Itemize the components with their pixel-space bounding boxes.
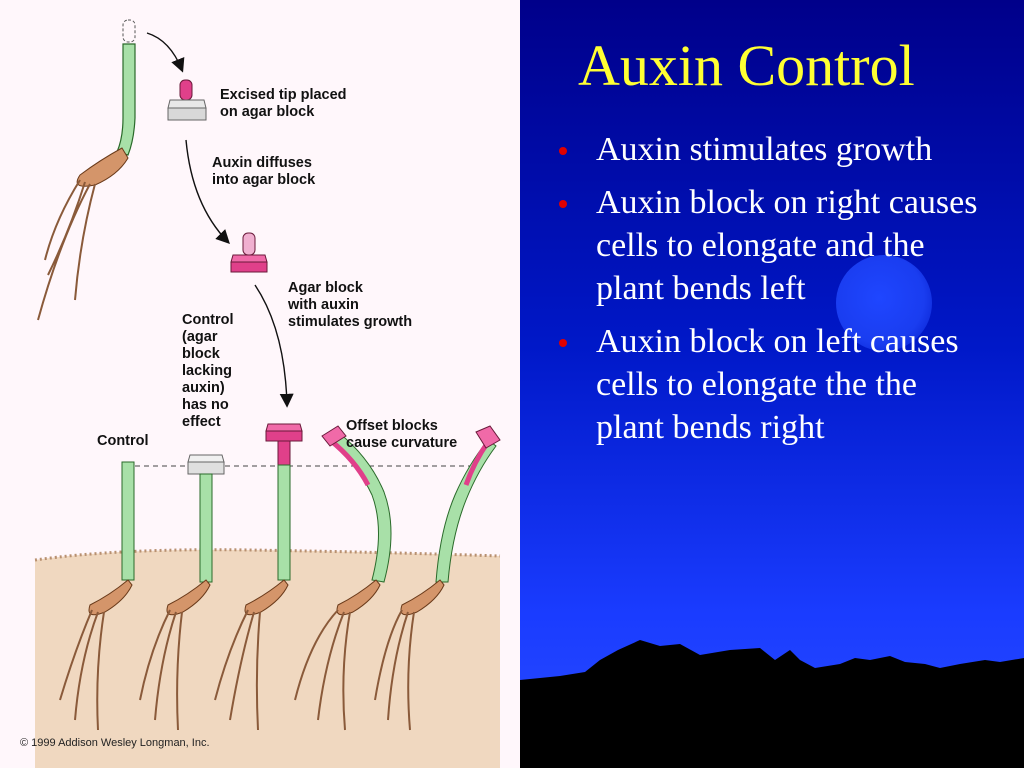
seedling-offset-bend-left	[294, 425, 392, 731]
label-control: Control	[97, 433, 149, 449]
auxin-figure: Excised tip placed on agar block Auxin d…	[0, 0, 520, 768]
roots	[37, 179, 96, 321]
arrow-diffuse	[185, 139, 230, 245]
seedling-stem	[116, 43, 136, 156]
seed	[76, 147, 129, 187]
seedling-excised	[37, 19, 136, 321]
label-offset-blocks: Offset blocks cause curvature	[346, 418, 458, 451]
seedling-auxin-growth	[214, 423, 303, 731]
soil	[35, 549, 500, 768]
seedling-agar-no-auxin	[139, 454, 225, 731]
copyright-notice: © 1999 Addison Wesley Longman, Inc.	[20, 737, 210, 749]
bullet-dot-icon	[559, 200, 567, 208]
bullet-text: Auxin block on right causes cells to elo…	[596, 184, 978, 307]
seedling-control	[59, 461, 135, 731]
auxin-diagram	[34, 19, 501, 768]
moon-glow	[836, 255, 932, 351]
bullet-item: Auxin stimulates growth	[556, 128, 986, 171]
bullet-dot-icon	[559, 147, 567, 155]
excised-tip-outline	[122, 19, 136, 43]
seedling-offset-bend-right	[374, 425, 501, 731]
bullet-text: Auxin stimulates growth	[596, 131, 933, 168]
bullet-text: Auxin block on left causes cells to elon…	[596, 323, 959, 446]
bullet-list: Auxin stimulates growth Auxin block on r…	[556, 128, 986, 459]
label-control-note: Control (agar block lacking auxin) has n…	[182, 312, 234, 430]
agar-block-with-auxin	[230, 232, 268, 273]
slide-title: Auxin Control	[578, 33, 915, 98]
arrow-to-block	[146, 32, 185, 73]
arrow-to-growth	[254, 284, 294, 408]
bullet-dot-icon	[559, 339, 567, 347]
tip-on-agar-block	[167, 79, 207, 121]
bullet-item: Auxin block on right causes cells to elo…	[556, 181, 986, 310]
label-auxin-diffuses: Auxin diffuses into agar block	[212, 155, 316, 188]
label-excised-tip: Excised tip placed on agar block	[220, 87, 347, 120]
label-agar-with-auxin: Agar block with auxin stimulates growth	[288, 280, 413, 330]
soil-surface	[34, 548, 501, 562]
bullet-item: Auxin block on left causes cells to elon…	[556, 320, 986, 449]
